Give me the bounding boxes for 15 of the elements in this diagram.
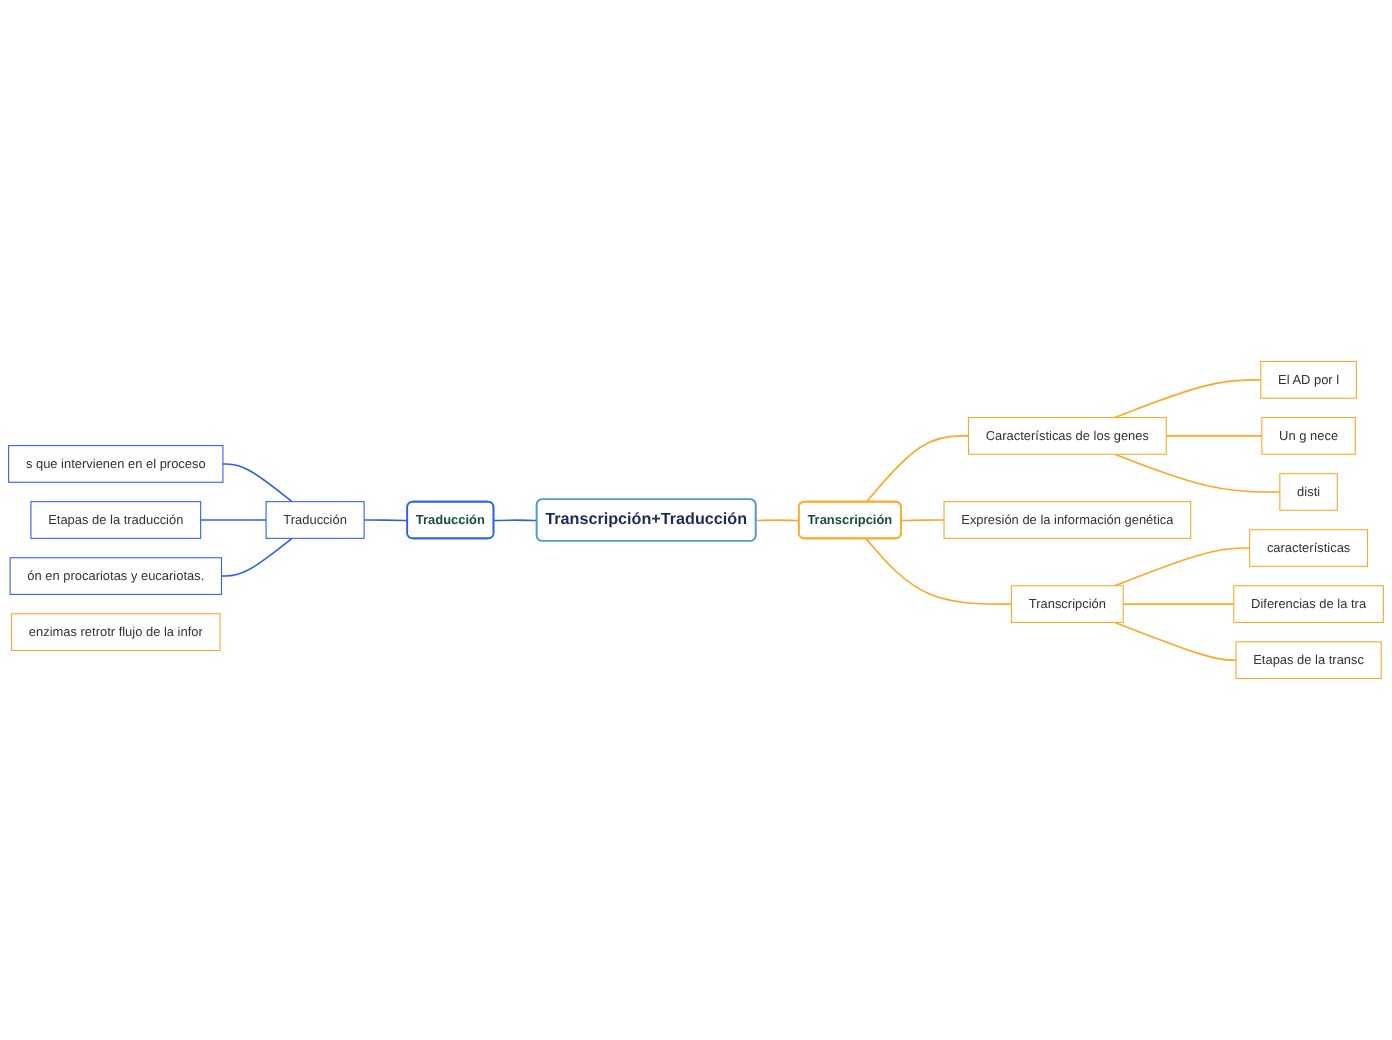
connector [1113,547,1251,587]
connector [220,537,293,577]
connector [363,519,409,522]
connector [493,519,538,522]
connector [1113,453,1281,493]
connector [199,519,267,521]
connector [865,538,1013,605]
connector [755,519,801,522]
connector [1113,379,1262,419]
connector [1113,621,1237,661]
connector [1165,435,1263,437]
connector [865,435,970,503]
connector [1122,603,1235,605]
connector [900,519,945,522]
connector [222,463,293,503]
